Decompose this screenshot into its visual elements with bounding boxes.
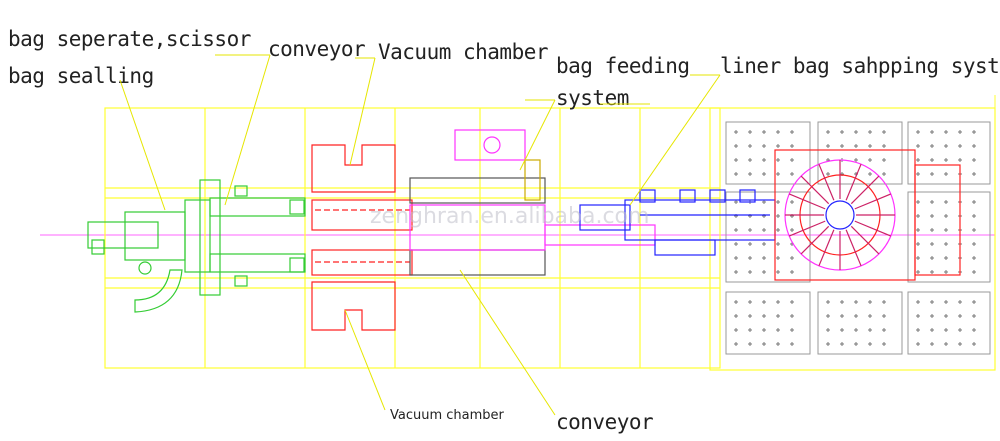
bag-feeding-unit <box>579 189 776 256</box>
label-bag-separate: bag seperate,scissor <box>8 27 251 51</box>
bag-seal-unit <box>87 179 306 313</box>
label-bag-feeding: bag feeding <box>556 54 690 78</box>
vacuum-chamber <box>311 144 413 331</box>
conveyor-frame <box>409 129 656 276</box>
label-liner-shaping: liner bag sahpping system <box>720 54 1000 78</box>
label-vacuum-bottom: Vacuum chamber <box>390 408 504 423</box>
label-vacuum-top: Vacuum chamber <box>378 40 549 64</box>
watermark: zenghran.en.alibaba.com <box>370 204 650 229</box>
label-bag-feeding-system: system <box>556 86 629 110</box>
label-bag-sealing: bag sealling <box>8 64 154 88</box>
label-conveyor-top: conveyor <box>268 37 366 61</box>
floor-panels <box>725 121 991 355</box>
liner-carousel <box>774 149 961 281</box>
label-conveyor-bottom: conveyor <box>556 410 654 434</box>
